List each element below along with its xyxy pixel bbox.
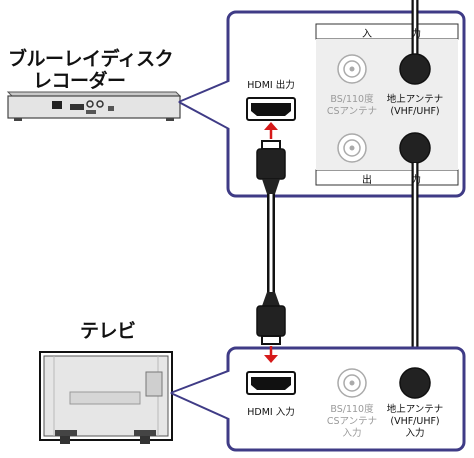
tv-bs-label-line2: CSアンテナ <box>326 416 378 427</box>
recorder-bs-cs-input-connector <box>337 54 367 84</box>
recorder-antenna-label-line1: 地上アンテナ <box>386 94 444 105</box>
tv-bs-label-line1: BS/110度 <box>330 404 374 415</box>
recorder-terrestrial-output-connector <box>399 132 431 164</box>
tv-hdmi-label: HDMI 入力 <box>247 407 295 418</box>
tv-antenna-label-line2: (VHF/UHF) <box>390 416 440 427</box>
recorder-terrestrial-input-connector <box>399 53 431 85</box>
tv-antenna-label-line3: 入力 <box>405 428 425 439</box>
input-band-label: 入 力 <box>362 29 440 40</box>
tv-bs-cs-input-connector <box>337 368 367 398</box>
recorder-name-line1: ブルーレイディスク <box>8 48 174 70</box>
recorder-bs-label-line2: CSアンテナ <box>326 106 378 117</box>
output-band-label: 出 力 <box>362 175 440 186</box>
tv-terrestrial-input-connector <box>399 367 431 399</box>
hdmi-insert-arrow-icon <box>264 346 278 363</box>
recorder-port-icon <box>52 101 62 109</box>
recorder-hdmi-label: HDMI 出力 <box>247 80 295 91</box>
tv-bs-label-line3: 入力 <box>342 428 362 439</box>
recorder-hdmi-output-port <box>246 97 296 121</box>
hdmi-cable <box>256 140 286 345</box>
recorder-antenna-label-line2: (VHF/UHF) <box>390 106 440 117</box>
recorder-name-line2: レコーダー <box>33 70 126 92</box>
recorder-bs-label-line1: BS/110度 <box>330 94 374 105</box>
hdmi-insert-arrow-icon <box>264 122 278 139</box>
recorder-bs-cs-output-connector <box>337 133 367 163</box>
tv-name: テレビ <box>80 320 136 342</box>
tv-antenna-label-line1: 地上アンテナ <box>386 404 444 415</box>
tv-device <box>39 351 173 444</box>
tv-hdmi-input-port <box>246 371 296 395</box>
bluray-recorder-device <box>6 91 182 121</box>
